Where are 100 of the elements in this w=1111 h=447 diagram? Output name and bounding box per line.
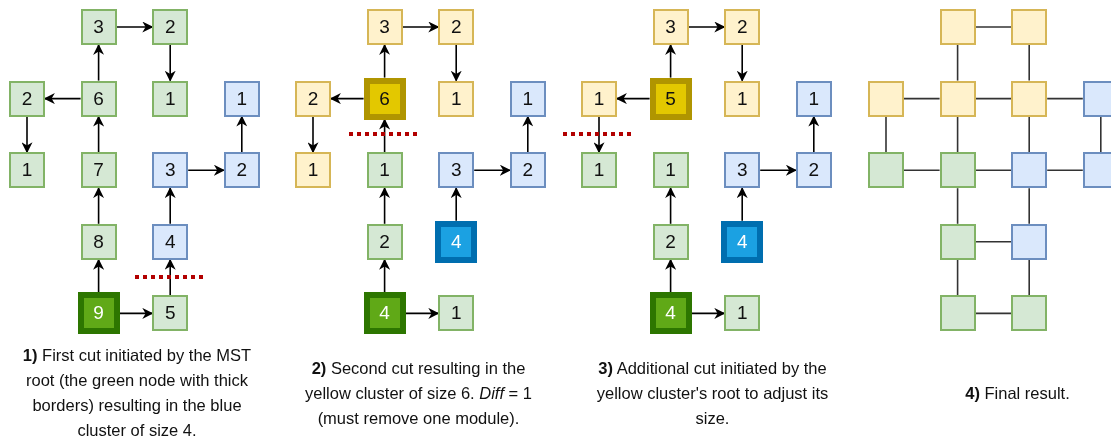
arrow <box>665 43 677 79</box>
module-box <box>939 152 976 189</box>
arrow <box>93 187 105 225</box>
module-box: 2 <box>9 80 45 117</box>
module-box: 4 <box>152 223 189 260</box>
module-box: 1 <box>581 80 617 117</box>
module-box: 1 <box>9 152 45 189</box>
module-box <box>1011 80 1048 117</box>
module-box: 2 <box>366 223 403 260</box>
module-box: 2 <box>652 223 689 260</box>
module-box: 1 <box>223 80 260 117</box>
connector-line <box>885 115 887 153</box>
connector-line <box>1046 169 1084 171</box>
connector-line <box>974 26 1012 28</box>
arrow <box>687 21 726 33</box>
root-module-box: 5 <box>649 77 692 120</box>
arrow <box>93 43 105 82</box>
module-box: 3 <box>724 152 761 189</box>
module-box: 3 <box>438 152 475 189</box>
module-box: 1 <box>581 152 617 189</box>
connector-line <box>956 44 959 82</box>
arrow <box>307 115 319 154</box>
arrow <box>118 307 154 319</box>
arrow <box>665 187 677 225</box>
module-box: 5 <box>152 295 189 332</box>
module-box <box>1011 295 1048 332</box>
arrow <box>379 258 391 294</box>
module-box <box>868 152 904 189</box>
caption-text: 1) First cut initiated by the MST root (the green node with thick borders) resulting in the blue cluster of size 4. <box>21 345 253 441</box>
caption-text: 4) Final result. <box>965 382 1070 404</box>
module-box <box>939 9 976 45</box>
connector-line <box>903 169 941 171</box>
arrow <box>187 164 225 176</box>
module-box: 2 <box>152 9 189 45</box>
module-box <box>1082 152 1111 189</box>
arrow <box>736 187 748 222</box>
arrow <box>379 118 391 153</box>
arrow <box>450 44 462 82</box>
caption-text: 3) Additional cut initiated by the yellow cluster's root to adjust its size. <box>595 357 830 429</box>
arrow <box>593 115 605 154</box>
arrow <box>164 44 176 82</box>
arrow <box>401 21 440 33</box>
module-box: 1 <box>509 80 546 117</box>
arrow <box>236 115 248 153</box>
module-box: 2 <box>295 80 331 117</box>
module-box: 2 <box>509 152 546 189</box>
arrow <box>522 115 534 153</box>
module-box: 1 <box>366 152 403 189</box>
module-box: 3 <box>652 9 689 45</box>
module-box: 1 <box>438 80 475 117</box>
connector-line <box>974 97 1012 100</box>
root-module-box: 6 <box>363 77 406 120</box>
module-box: 3 <box>80 9 117 45</box>
connector-line <box>974 312 1012 315</box>
connector-line <box>956 115 959 153</box>
arrow <box>93 115 105 153</box>
connector-line <box>1028 259 1030 297</box>
module-box: 2 <box>724 9 761 45</box>
module-box: 1 <box>795 80 832 117</box>
module-box: 3 <box>152 152 189 189</box>
arrow <box>690 307 726 319</box>
module-box: 7 <box>80 152 117 189</box>
arrow <box>473 164 511 176</box>
module-box <box>1011 223 1048 260</box>
connector-line <box>956 187 959 225</box>
module-box <box>1011 152 1048 189</box>
arrow <box>21 115 33 154</box>
module-box <box>1011 9 1048 45</box>
arrow <box>450 187 462 222</box>
module-box <box>1082 80 1111 117</box>
module-box: 2 <box>223 152 260 189</box>
caption-text: 2) Second cut resulting in the yellow cluster of size 6. Diff = 1 (must remove one module). <box>304 357 533 429</box>
root-module-box: 4 <box>363 292 406 335</box>
root-module-box: 4 <box>721 220 764 263</box>
arrow <box>379 187 391 225</box>
arrow <box>808 115 820 153</box>
root-module-box: 4 <box>649 292 692 335</box>
module-box: 1 <box>438 295 475 332</box>
connector-line <box>1028 115 1030 153</box>
arrow <box>164 258 176 297</box>
arrow <box>736 44 748 82</box>
module-box: 8 <box>80 223 117 260</box>
connector-line <box>1100 115 1102 153</box>
module-box: 1 <box>652 152 689 189</box>
root-module-box: 9 <box>77 292 120 335</box>
module-box: 2 <box>795 152 832 189</box>
module-box <box>939 223 976 260</box>
arrow <box>115 21 154 33</box>
module-box: 1 <box>724 80 761 117</box>
connector-line <box>974 169 1012 171</box>
connector-line <box>903 97 941 100</box>
connector-line <box>956 259 959 297</box>
module-box: 2 <box>438 9 475 45</box>
module-box <box>939 295 976 332</box>
connector-line <box>1046 97 1084 100</box>
module-box <box>868 80 904 117</box>
arrow <box>164 187 176 225</box>
connector-line <box>1028 44 1030 82</box>
connector-line <box>974 241 1012 243</box>
module-box: 6 <box>80 80 117 117</box>
